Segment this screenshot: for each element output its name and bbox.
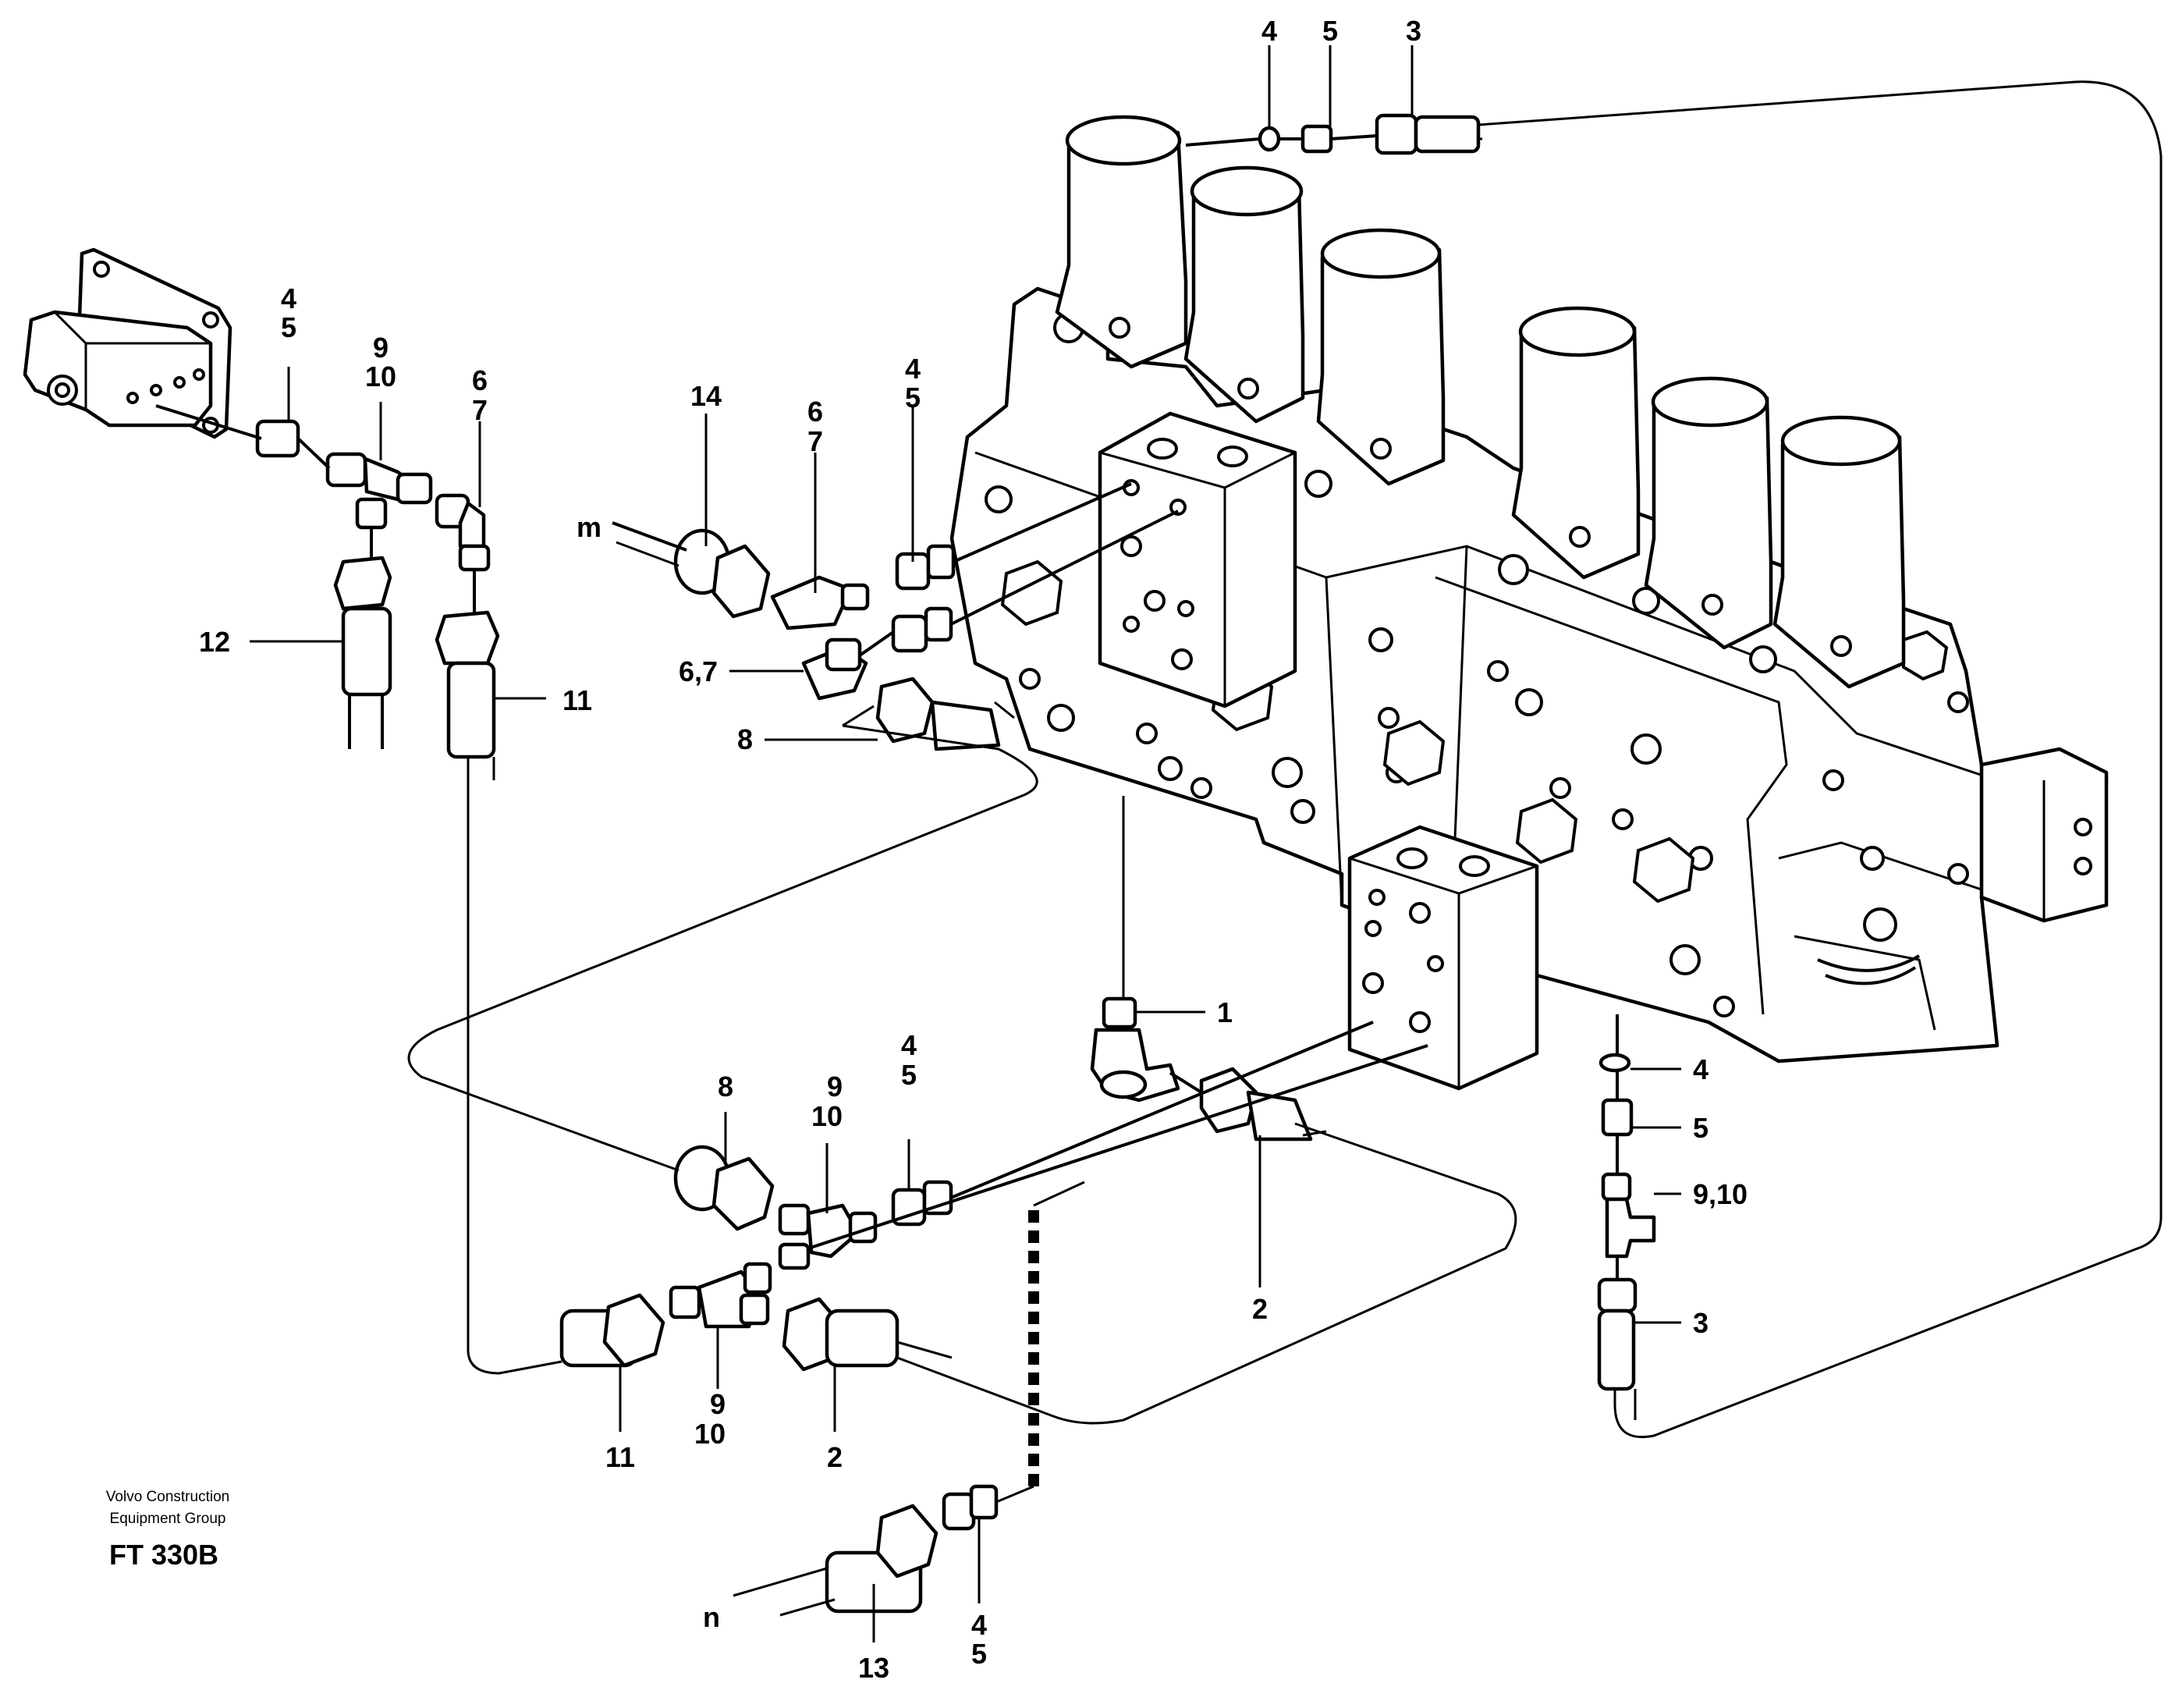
solenoid-coil [1055,115,1188,369]
callout-sensor-4: 4 [281,282,296,314]
callout-8-upper: 8 [737,723,753,755]
callout-4-bottom: 4 [971,1609,987,1641]
callout-sensor-7: 7 [472,394,488,426]
hose-routing [407,80,2163,1617]
callout-14: 14 [690,380,722,412]
solenoid-coil [1772,415,1906,689]
callout-2-mid: 2 [1252,1293,1268,1325]
callout-11-upper: 11 [562,684,592,716]
figure-code: FT 330B [109,1539,219,1571]
callout-4-mid: 4 [905,353,921,385]
callout-sensor-10: 10 [365,360,396,392]
port-label-m: m [577,511,601,543]
fitting-group [155,113,1656,1614]
callout-6-7: 6,7 [679,655,718,687]
callout-labels: 4 5 3 4 5 9 10 6 7 12 11 14 6 7 4 5 m 6,… [199,15,1748,1684]
port-label-n: n [703,1601,720,1633]
publisher-credit: Volvo Construction Equipment Group [86,1486,250,1530]
callout-right-5: 5 [1693,1112,1708,1144]
callout-top-5: 5 [1322,15,1338,47]
pressure-sensor [23,247,232,439]
callout-5-lower: 5 [901,1059,917,1091]
callout-sensor-9: 9 [373,332,389,364]
callout-4-lower: 4 [901,1029,917,1061]
callout-13: 13 [858,1652,889,1684]
callout-sensor-5: 5 [281,311,296,343]
callout-right-3: 3 [1693,1307,1708,1339]
adapter-block-upper [1098,411,1297,708]
callout-sensor-6: 6 [472,364,488,396]
credit-line-2: Equipment Group [109,1511,226,1527]
callout-right-4: 4 [1693,1053,1708,1085]
callout-6-mid: 6 [807,396,823,428]
callout-1: 1 [1217,996,1233,1028]
solenoid-coil [1511,306,1641,580]
solenoid-coil [1644,376,1773,650]
callout-2-bottom: 2 [827,1441,843,1473]
callout-5-bottom: 5 [971,1638,987,1670]
solenoid-coil-group [1055,115,1906,689]
credit-line-1: Volvo Construction [105,1489,230,1505]
callout-12: 12 [199,626,230,658]
callout-11-lower: 11 [605,1441,635,1473]
callout-5-mid: 5 [905,382,921,414]
callout-8-lower: 8 [718,1071,733,1103]
callout-top-3: 3 [1406,15,1421,47]
callout-9-bottom: 9 [710,1388,726,1420]
leader-lines [250,45,1681,1642]
callout-10-lower: 10 [811,1100,843,1132]
callout-right-9-10: 9,10 [1693,1178,1748,1210]
callout-9-lower: 9 [827,1071,843,1103]
callout-7-mid: 7 [807,425,823,457]
callout-top-4: 4 [1261,15,1277,47]
callout-10-bottom: 10 [694,1418,726,1450]
solenoid-coil [1183,165,1305,424]
adapter-block-lower [1347,825,1539,1091]
solenoid-coil [1316,228,1446,486]
